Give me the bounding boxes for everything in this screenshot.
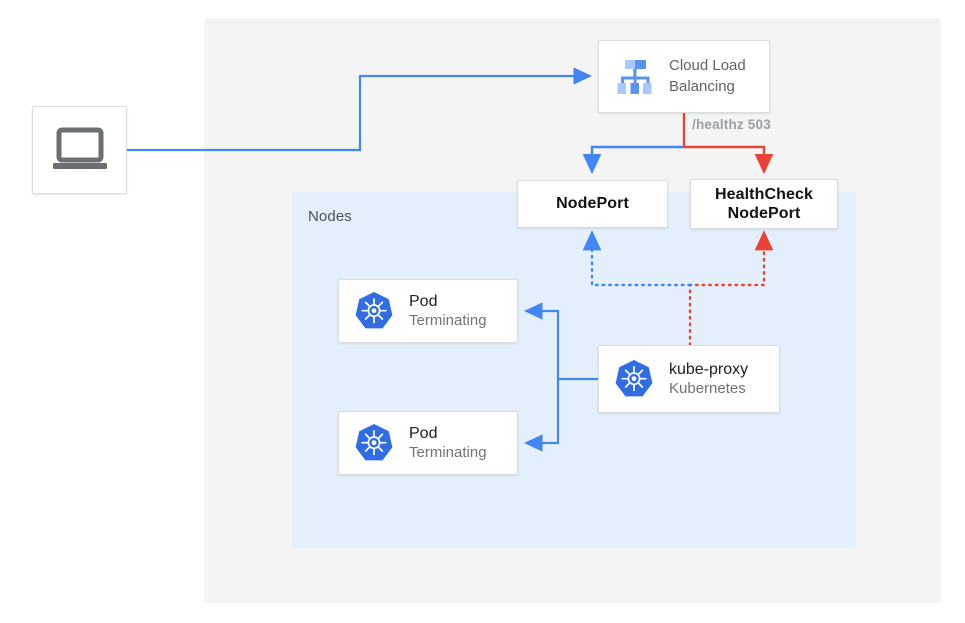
edge-kubeproxy-to-pod-1 [524, 302, 560, 379]
edge-kubeproxy-to-pod-2 [524, 379, 560, 452]
kube-proxy-text: kube-proxy Kubernetes [669, 360, 748, 399]
pod-node-1[interactable]: Pod Terminating [338, 279, 518, 343]
pod-node-2[interactable]: Pod Terminating [338, 411, 518, 475]
cloud-load-balancing-icon [617, 59, 652, 94]
cloud-load-balancing-line2: Balancing [669, 77, 735, 95]
kubernetes-icon [355, 423, 393, 461]
edge-load-balancer-to-healthcheck-nodeport [684, 145, 774, 175]
kubernetes-icon [355, 291, 393, 329]
nodes-panel-label: Nodes [308, 208, 352, 225]
kube-proxy-title: kube-proxy [669, 360, 749, 378]
kube-proxy-subtitle: Kubernetes [669, 379, 746, 397]
healthcheck-nodeport-line1: HealthCheck [714, 185, 814, 203]
nodeport-label: NodePort [556, 195, 629, 212]
pod-2-title: Pod [409, 424, 438, 442]
healthz-edge-label: /healthz 503 [692, 117, 771, 132]
kubernetes-icon [615, 359, 653, 397]
pod-2-status: Terminating [409, 443, 487, 461]
pod-2-text: Pod Terminating [409, 424, 487, 463]
edge-kubeproxy-to-healthcheck-nodeport [688, 230, 774, 347]
pod-1-title: Pod [409, 292, 438, 310]
cloud-load-balancing-line1: Cloud Load [669, 57, 746, 75]
nodeport-node[interactable]: NodePort [517, 180, 668, 228]
edge-client-to-load-balancer [127, 67, 592, 152]
cloud-load-balancing-node[interactable]: Cloud Load Balancing [598, 40, 770, 113]
edge-kubeproxy-to-nodeport [582, 230, 692, 287]
healthcheck-nodeport-node[interactable]: HealthCheck NodePort [690, 179, 838, 229]
laptop-icon [52, 127, 107, 169]
healthcheck-nodeport-line2: NodePort [727, 205, 801, 222]
kube-proxy-node[interactable]: kube-proxy Kubernetes [598, 345, 780, 413]
pod-1-status: Terminating [409, 311, 487, 329]
edge-load-balancer-to-nodeport [582, 145, 684, 175]
healthcheck-nodeport-label: HealthCheck NodePort [715, 185, 813, 223]
client-node[interactable] [32, 106, 127, 194]
cloud-load-balancing-label: Cloud Load Balancing [669, 56, 746, 97]
pod-1-text: Pod Terminating [409, 292, 487, 331]
